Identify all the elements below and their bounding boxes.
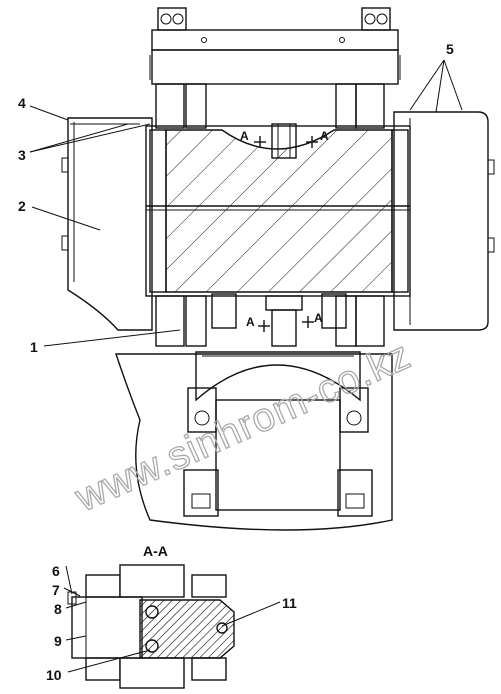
callout-10: 10 [46, 667, 62, 683]
callout-1: 1 [30, 339, 38, 355]
callout-labels: 1 2 3 4 5 6 7 8 9 10 11 [18, 41, 454, 683]
section-mark-bottom-left: A [246, 315, 255, 329]
callout-4: 4 [18, 95, 26, 111]
lower-frame-1: A A [155, 293, 385, 347]
callout-3: 3 [18, 147, 26, 163]
callout-9: 9 [54, 633, 62, 649]
base-body [115, 351, 393, 531]
section-mark-top-right: A [320, 129, 329, 143]
top-crosshead [149, 7, 401, 129]
callout-5: 5 [446, 41, 454, 57]
callout-11: 11 [282, 595, 297, 611]
callout-2: 2 [18, 198, 26, 214]
callout-8: 8 [54, 601, 62, 617]
leader-lines [29, 59, 463, 673]
main-block: A A [145, 123, 411, 297]
callout-6: 6 [52, 563, 60, 579]
watermark-text: www.sinhrom-co.kz [68, 333, 417, 521]
right-housing-5 [393, 111, 495, 331]
section-title: A-A [143, 543, 168, 559]
left-housing-2 [61, 117, 153, 331]
callout-7: 7 [52, 582, 60, 598]
section-mark-top-left: A [240, 129, 249, 143]
section-view-a-a: A-A [67, 543, 235, 689]
section-mark-bottom-right: A [314, 311, 323, 325]
